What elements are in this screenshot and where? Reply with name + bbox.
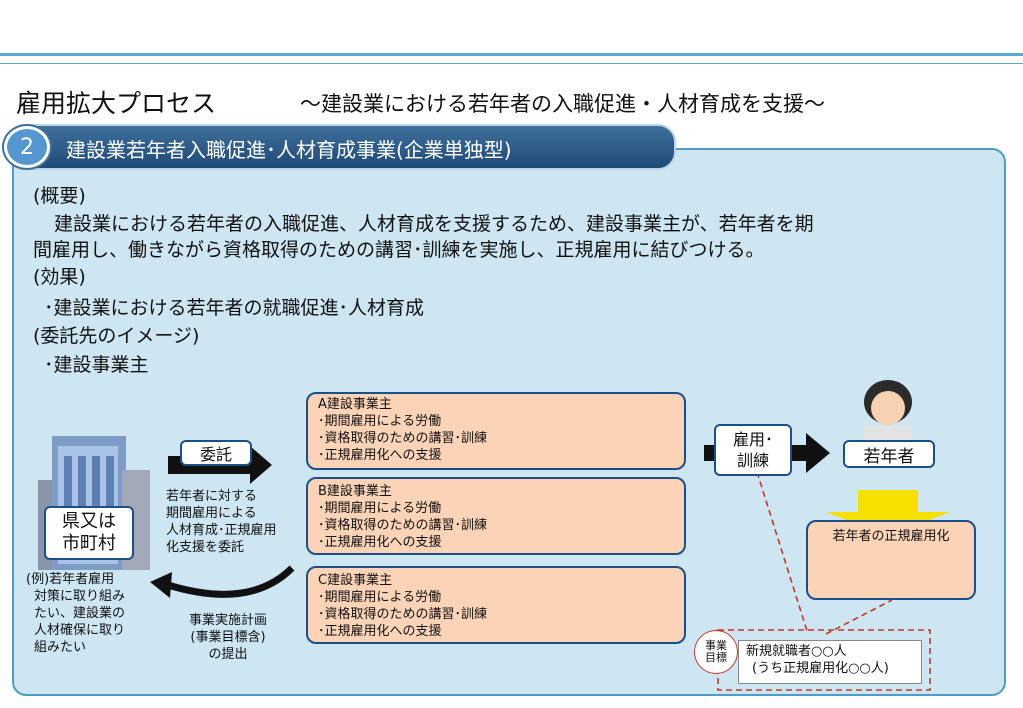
plan-return-arrowhead [150,572,172,598]
employment-training-box: 雇用･ 訓練 [714,424,792,476]
employment-training-line-2: 訓練 [736,451,769,470]
employer-c-box: C建設事業主 ･期間雇用による労働 ･資格取得のための講習･訓練 ･正規雇用化へ… [306,566,686,644]
contractor-item: ･建設事業主 [44,354,149,376]
target-line-2: (うち正規雇用化○○人) [752,661,889,676]
employer-b-item: ･正規雇用化への支援 [318,535,442,550]
employer-a-item: ･資格取得のための講習･訓練 [318,431,488,446]
plan-note-line: の提出 [208,647,248,662]
government-note-line: たい、建設業の [34,606,126,621]
target-badge: 事業 目標 [694,630,738,674]
employment-training-line-1: 雇用･ [732,430,773,449]
effect-item: ･建設業における若年者の就職促進･人材育成 [44,297,425,319]
section-header [20,124,676,170]
employer-a-item: ･正規雇用化への支援 [318,448,442,463]
government-note-line: 対策に取り組み [34,589,126,604]
employer-c-item: ･正規雇用化への支援 [318,624,442,639]
commission-label: 委託 [180,440,252,466]
plan-note: 事業実施計画 (事業目標含) の提出 [168,612,288,663]
regular-employment-label: 若年者の正規雇用化 [832,529,950,544]
target-text: 新規就職者○○人 (うち正規雇用化○○人) [746,643,889,677]
header-rule-thin [0,63,1023,64]
government-line-2: 市町村 [62,533,116,554]
regular-employment-box [806,520,976,600]
commission-note-line: 化支援を委託 [166,540,245,555]
employment-arrow [704,433,830,473]
header-rule [0,53,1023,56]
government-box: 県又は 市町村 [44,506,134,560]
government-line-1: 県又は [62,511,116,532]
target-badge-line-2: 目標 [705,651,727,664]
section-title: 建設業若年者入職促進･人材育成事業(企業単独型) [66,138,512,162]
page-subtitle: ～建設業における若年者の入職促進・人材育成を支援～ [300,92,825,116]
target-line-1: 新規就職者○○人 [746,644,847,659]
section-number-badge: 2 [4,126,50,168]
plan-return-arrow [166,565,295,598]
employer-a-title: A建設事業主 [318,397,392,412]
government-note-line: 組みたい [34,640,87,655]
employer-b-box: B建設事業主 ･期間雇用による労働 ･資格取得のための講習･訓練 ･正規雇用化へ… [306,477,686,555]
employer-a-box: A建設事業主 ･期間雇用による労働 ･資格取得のための講習･訓練 ･正規雇用化へ… [306,392,686,470]
employer-c-item: ･資格取得のための講習･訓練 [318,607,488,622]
government-note-line: (例)若年者雇用 [26,572,115,587]
commission-note: 若年者に対する 期間雇用による 人材育成･正規雇用 化支援を委託 [166,488,277,556]
employer-a-item: ･期間雇用による労働 [318,414,442,429]
commission-note-line: 人材育成･正規雇用 [166,523,277,538]
employer-c-item: ･期間雇用による労働 [318,590,442,605]
commission-note-line: 期間雇用による [166,506,257,521]
government-note-line: 人材確保に取り [34,623,126,638]
overview-heading: (概要) [33,185,86,207]
plan-note-line: (事業目標含) [190,630,266,645]
overview-line-2: 間雇用し、働きながら資格取得のための講習･訓練を実施し、正規雇用に結びつける。 [33,239,765,261]
commission-note-line: 若年者に対する [166,489,258,504]
youth-box: 若年者 [843,440,935,468]
plan-note-line: 事業実施計画 [188,613,267,628]
employer-b-item: ･期間雇用による労働 [318,501,442,516]
effect-heading: (効果) [33,266,86,288]
youth-person-icon [864,380,912,444]
employer-b-title: B建設事業主 [318,484,392,499]
target-box [738,640,922,684]
government-note: (例)若年者雇用 対策に取り組み たい、建設業の 人材確保に取り 組みたい [26,571,125,656]
overview-line-1: 建設業における若年者の入職促進、人材育成を支援するため、建設事業主が、若年者を期 [54,213,814,235]
target-badge-line-1: 事業 [705,639,727,652]
page-title: 雇用拡大プロセス [16,89,217,118]
contractor-heading: (委託先のイメージ) [33,325,200,347]
employer-c-title: C建設事業主 [318,573,393,588]
employer-b-item: ･資格取得のための講習･訓練 [318,518,488,533]
top-band [0,0,1023,52]
